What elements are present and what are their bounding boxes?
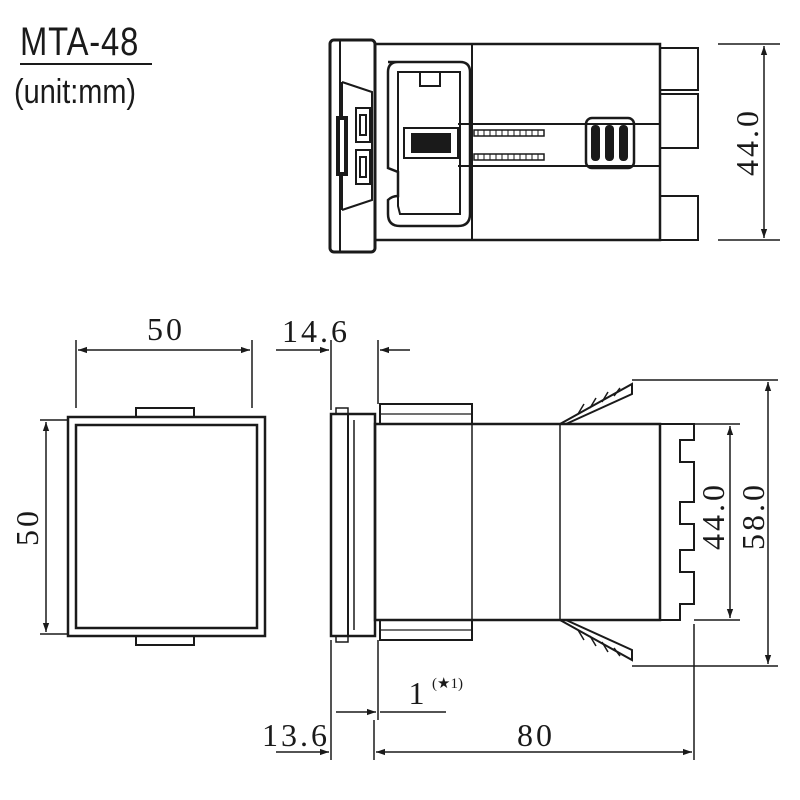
top-view-rear-terminals bbox=[660, 47, 699, 241]
dim-side-inner-height-label: 44.0 bbox=[695, 482, 731, 550]
model-title: MTA-48 bbox=[20, 20, 140, 64]
dim-side-outer-height-label: 58.0 bbox=[735, 482, 771, 550]
dim-top-height bbox=[718, 43, 780, 241]
dim-panel-thickness-label: 13.6 bbox=[262, 717, 330, 753]
dim-gap-label: 1 bbox=[409, 675, 428, 711]
dim-gap-note: (★1) bbox=[432, 676, 463, 692]
top-view-bracket bbox=[386, 60, 472, 228]
top-view-body bbox=[373, 42, 662, 242]
side-view-mounting-arm-top bbox=[559, 382, 633, 425]
front-view-clip-top bbox=[135, 407, 195, 418]
dim-gap bbox=[336, 640, 446, 720]
dim-body-length-label: 80 bbox=[517, 717, 555, 753]
dim-front-height bbox=[40, 419, 68, 635]
side-view-body bbox=[373, 422, 662, 622]
side-view-mounting-arm-bottom bbox=[559, 619, 633, 662]
front-view-bezel bbox=[66, 415, 267, 638]
front-view-clip-bottom bbox=[135, 635, 195, 646]
title-underline bbox=[20, 63, 152, 65]
dim-bezel-depth-label: 14.6 bbox=[282, 313, 350, 349]
top-view-screw-head bbox=[584, 116, 636, 170]
side-view-bezel bbox=[329, 412, 377, 638]
top-view-screw-rail-upper bbox=[473, 129, 545, 137]
side-view-terminal-block bbox=[660, 423, 695, 621]
top-view bbox=[328, 38, 699, 254]
dim-bezel-depth bbox=[276, 340, 410, 410]
side-view bbox=[329, 382, 695, 662]
dim-top-height-label: 44.0 bbox=[729, 108, 765, 176]
top-view-screw-rail-lower bbox=[473, 153, 545, 161]
front-view-display-window bbox=[74, 423, 259, 630]
dim-side-inner-height bbox=[694, 423, 740, 621]
dim-side-outer-height bbox=[632, 379, 778, 667]
dim-front-height-label: 50 bbox=[9, 508, 45, 546]
top-view-bezel-clip-1 bbox=[355, 107, 371, 143]
dim-front-width bbox=[75, 340, 253, 408]
dim-panel-and-body bbox=[276, 624, 695, 760]
dim-front-width-label: 50 bbox=[147, 311, 185, 347]
unit-label: (unit:mm) bbox=[14, 73, 137, 111]
front-view bbox=[66, 407, 267, 646]
top-view-bezel-clip-2 bbox=[355, 149, 371, 185]
